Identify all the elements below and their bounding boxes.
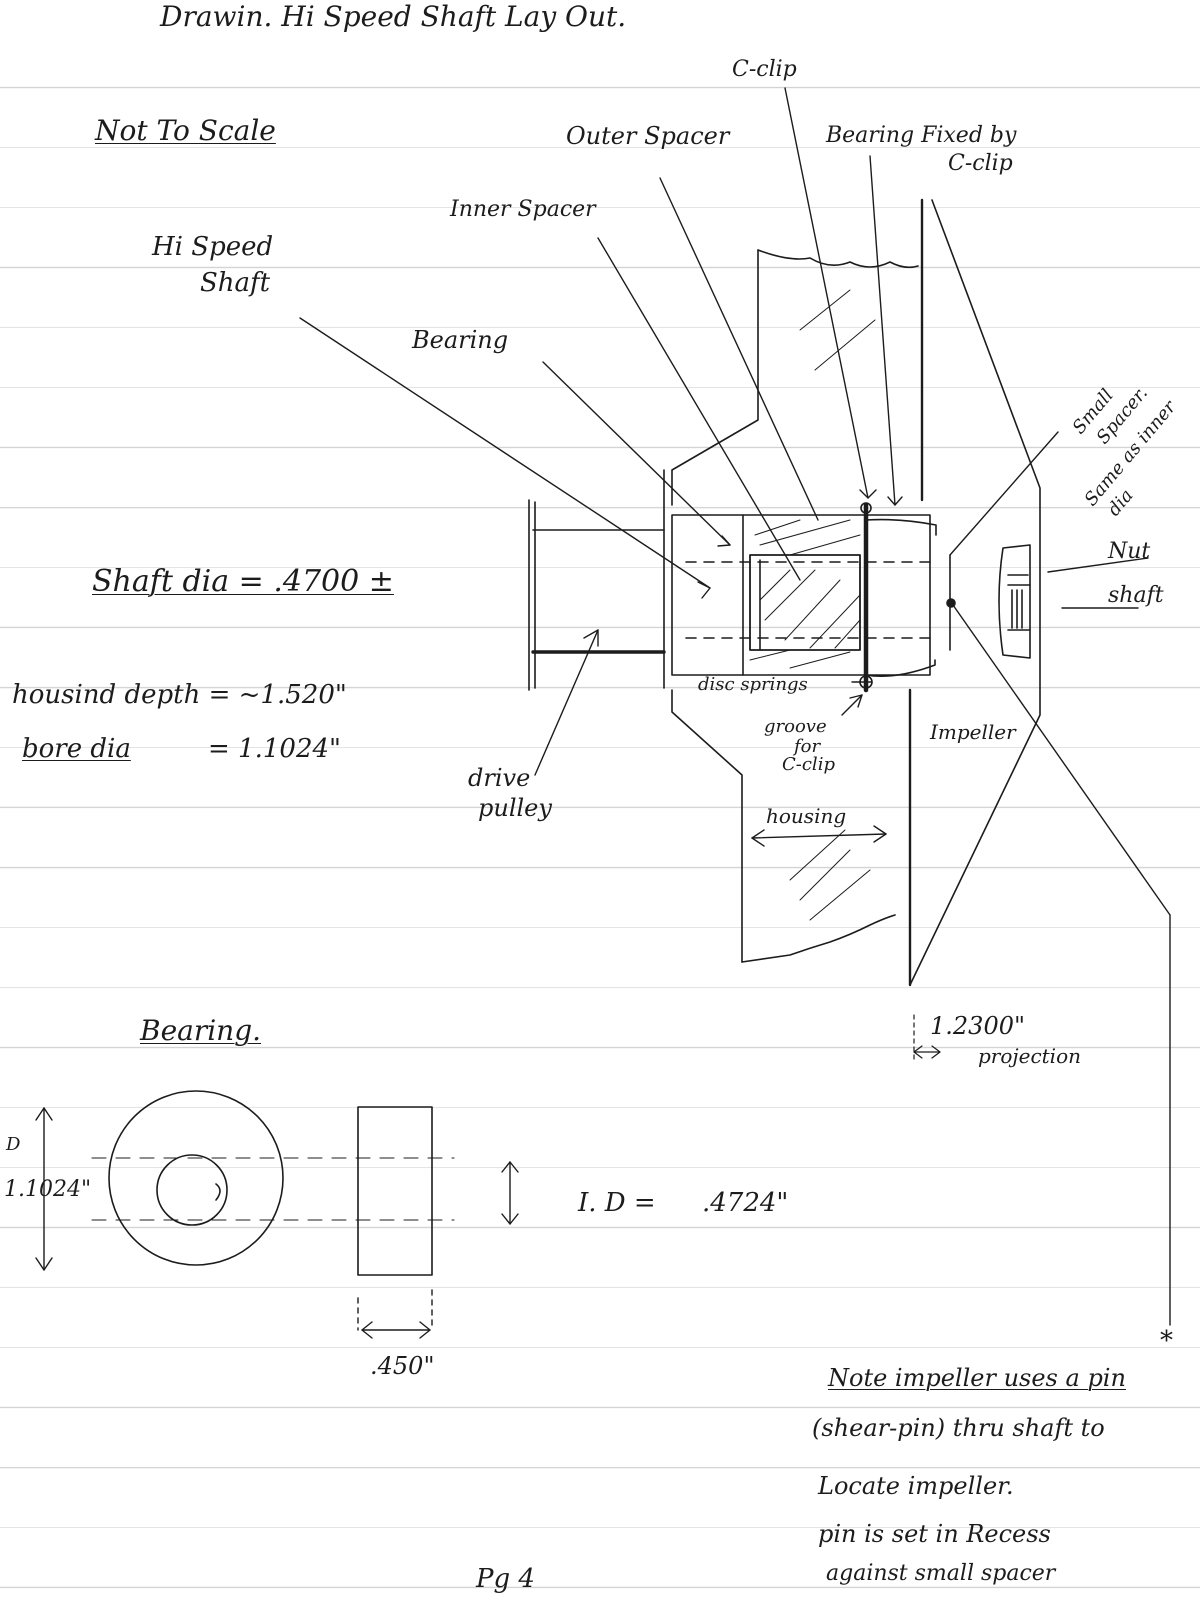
hi-speed-shaft-label-line1: Hi Speed <box>152 232 274 262</box>
projection-dimension <box>913 1014 941 1061</box>
c-clip-assembly <box>859 502 951 693</box>
note-line-5: against small spacer <box>826 1561 1056 1586</box>
housing-outline <box>663 249 919 963</box>
c-clip-label: C-clip <box>732 57 797 82</box>
bearing-side-view <box>91 1106 455 1276</box>
nut <box>998 544 1031 659</box>
bore-dia-value: = 1.1024" <box>208 734 341 764</box>
inner-spacer-label: Inner Spacer <box>450 197 596 222</box>
note-line-3: Locate impeller. <box>818 1472 1014 1500</box>
projection-value: 1.2300" <box>930 1012 1026 1040</box>
housing-hatching <box>789 289 876 921</box>
page-number: Pg 4 <box>476 1564 535 1594</box>
bearing-label: Bearing <box>412 326 509 354</box>
od-letter: D <box>6 1134 21 1155</box>
note-line-4: pin is set in Recess <box>818 1520 1051 1548</box>
bearing-front-view <box>108 1090 284 1266</box>
projection-label: projection <box>978 1044 1081 1068</box>
bearing-section-title: Bearing. <box>140 1014 262 1047</box>
bearing-hatching <box>749 519 861 669</box>
groove-label-line1: groove <box>764 716 827 737</box>
od-arrow <box>35 1107 53 1271</box>
id-value: .4724" <box>702 1188 789 1218</box>
shaft-label: shaft <box>1108 583 1164 608</box>
bore-dia-label: bore dia <box>22 734 131 764</box>
impeller-label: Impeller <box>930 720 1016 744</box>
od-value: 1.1024" <box>4 1177 92 1202</box>
disc-springs-label: disc springs <box>698 674 808 695</box>
id-label: I. D = <box>578 1188 656 1218</box>
drive-pulley-label-line1: drive <box>468 764 531 792</box>
nut-label: Nut <box>1108 539 1151 564</box>
note-star: * <box>1160 1326 1173 1356</box>
note-line-1: Note impeller uses a pin <box>828 1364 1126 1392</box>
not-to-scale-note: Not To Scale <box>95 114 276 147</box>
impeller-disc <box>908 198 924 987</box>
bearing-width-value: .450" <box>370 1352 435 1380</box>
impeller-blade <box>909 199 1041 986</box>
bearing-block <box>671 514 931 676</box>
width-arrow <box>357 1289 433 1339</box>
shaft-dia-spec: Shaft dia = .4700 ± <box>92 564 394 599</box>
id-arrow <box>501 1161 519 1225</box>
groove-label-line3: C-clip <box>782 754 835 775</box>
drive-pulley-label-line2: pulley <box>478 794 552 822</box>
leader-lines <box>299 87 1171 1326</box>
bearing-fixed-label-line2: C-clip <box>948 151 1013 176</box>
housing-depth-spec: housind depth = ~1.520" <box>12 680 347 710</box>
housing-width-arrow <box>751 825 887 847</box>
bearing-fixed-label-line1: Bearing Fixed by <box>826 123 1017 148</box>
hi-speed-shaft-label-line2: Shaft <box>200 268 271 298</box>
page-header: Drawin. Hi Speed Shaft Lay Out. <box>160 0 627 33</box>
note-line-2: (shear-pin) thru shaft to <box>812 1414 1105 1442</box>
groove-label-line2: for <box>794 736 821 757</box>
outer-spacer-label: Outer Spacer <box>566 122 730 150</box>
housing-label: housing <box>766 804 847 828</box>
drive-pulley <box>528 499 666 691</box>
